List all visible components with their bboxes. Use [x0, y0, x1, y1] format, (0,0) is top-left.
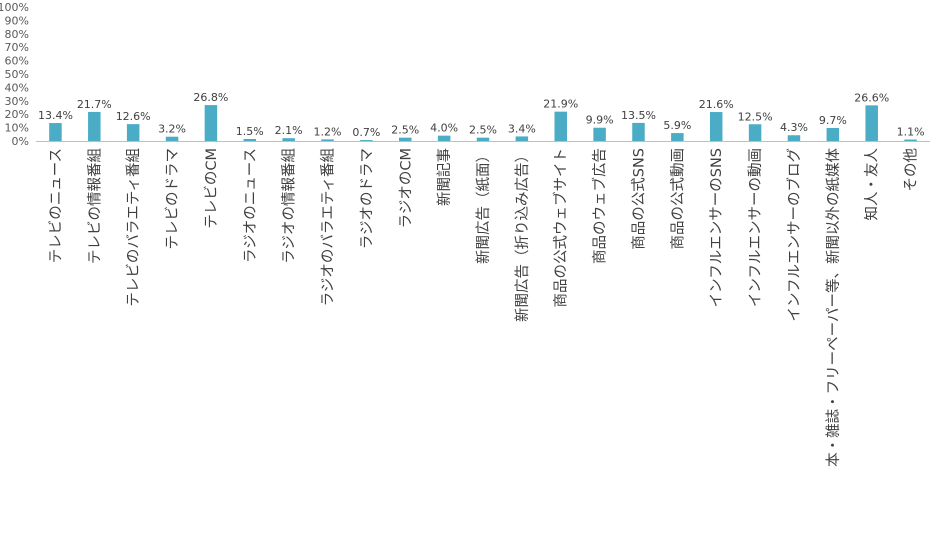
category-label: インフルエンサーのSNS	[709, 148, 725, 307]
data-label: 5.9%	[663, 119, 691, 132]
data-label: 2.5%	[469, 124, 497, 137]
category-label: 商品の公式動画	[669, 148, 686, 250]
data-label: 26.6%	[854, 91, 889, 104]
data-label: 1.5%	[236, 125, 264, 138]
category-label: ラジオの情報番組	[281, 148, 298, 264]
y-tick-label: 40%	[5, 81, 29, 94]
bar	[399, 137, 412, 141]
data-label: 3.4%	[508, 122, 536, 135]
bar	[787, 135, 801, 141]
data-label: 13.5%	[621, 109, 656, 122]
bar	[243, 138, 257, 141]
data-label: 4.0%	[430, 122, 458, 135]
category-label: ラジオのニュース	[243, 148, 259, 263]
y-tick-label: 50%	[5, 68, 29, 81]
category-label: テレビの情報番組	[86, 148, 103, 264]
y-tick-label: 60%	[5, 55, 29, 68]
bar	[126, 124, 140, 141]
y-tick-label: 100%	[0, 1, 29, 14]
bar	[204, 105, 218, 141]
y-tick-label: 70%	[5, 41, 29, 54]
bar	[49, 123, 62, 141]
data-label: 4.3%	[780, 121, 808, 134]
bar	[671, 133, 684, 141]
category-label: 商品のウェブ広告	[591, 148, 609, 264]
data-label: 21.6%	[699, 98, 734, 111]
category-label: テレビのCM	[203, 148, 220, 229]
y-tick-label: 80%	[5, 28, 29, 41]
bar	[865, 105, 878, 141]
category-label: テレビのドラマ	[164, 148, 181, 250]
data-label: 1.1%	[897, 126, 925, 139]
category-label: テレビのバラエティ番組	[125, 148, 142, 307]
category-label: 知人・友人	[864, 148, 881, 221]
data-label: 21.7%	[77, 98, 112, 111]
bar	[165, 136, 179, 141]
y-tick-label: 10%	[5, 122, 29, 135]
data-label: 0.7%	[352, 126, 380, 139]
category-label: 新聞記事	[436, 148, 453, 206]
data-label: 2.5%	[391, 124, 419, 137]
data-label: 12.6%	[116, 110, 151, 123]
data-label: 13.4%	[38, 109, 73, 122]
bar	[748, 124, 762, 141]
data-label: 1.2%	[314, 125, 342, 138]
bar	[554, 111, 567, 141]
bar	[515, 136, 529, 141]
y-axis-ticks: 0%10%20%30%40%50%60%70%80%90%100%	[0, 1, 29, 148]
data-label: 21.9%	[543, 98, 578, 111]
y-tick-label: 20%	[5, 108, 29, 121]
category-label: 新聞広告（紙面）	[475, 148, 492, 264]
category-label: 本・雑誌・フリーペーパー等、新聞以外の紙媒体	[824, 148, 842, 467]
data-label: 26.8%	[193, 91, 228, 104]
bar	[632, 122, 645, 141]
y-tick-label: 90%	[5, 14, 29, 27]
data-label: 9.7%	[819, 114, 847, 127]
data-label: 12.5%	[738, 110, 773, 123]
category-labels: テレビのニュース テレビの情報番組 テレビのバラエティ番組 テレビのドラマ テレビのCM…	[47, 148, 919, 467]
data-label: 9.9%	[586, 114, 614, 127]
category-label: 新聞広告（折り込み広告）	[514, 148, 531, 322]
category-label: インフルエンサーのブログ	[785, 148, 803, 322]
category-label: ラジオのCM	[398, 148, 414, 228]
bar	[826, 128, 840, 141]
y-tick-label: 0%	[12, 135, 29, 148]
bar	[709, 112, 723, 141]
category-label: 商品の公式SNS	[630, 148, 647, 250]
category-label: インフルエンサーの動画	[747, 148, 764, 307]
y-tick-label: 30%	[5, 95, 29, 108]
bar	[904, 139, 917, 141]
category-label: 商品の公式ウェブサイト	[552, 148, 570, 308]
bar	[476, 137, 490, 141]
bar	[593, 127, 606, 141]
bar	[437, 135, 451, 141]
bar	[321, 139, 334, 141]
category-label: その他	[903, 148, 920, 192]
data-label: 2.1%	[275, 124, 303, 137]
bar	[88, 111, 101, 141]
bar	[282, 138, 295, 141]
bar-series	[49, 105, 917, 141]
data-labels: 13.4% 21.7% 12.6% 3.2% 26.8% 1.5% 2.1% 1.2% 0.7%…	[38, 91, 925, 139]
bar	[360, 140, 373, 141]
category-label: ラジオのドラマ	[359, 148, 375, 249]
category-label: ラジオのバラエティ番組	[320, 148, 337, 306]
data-label: 3.2%	[158, 123, 186, 136]
category-label: テレビのニュース	[47, 148, 64, 263]
